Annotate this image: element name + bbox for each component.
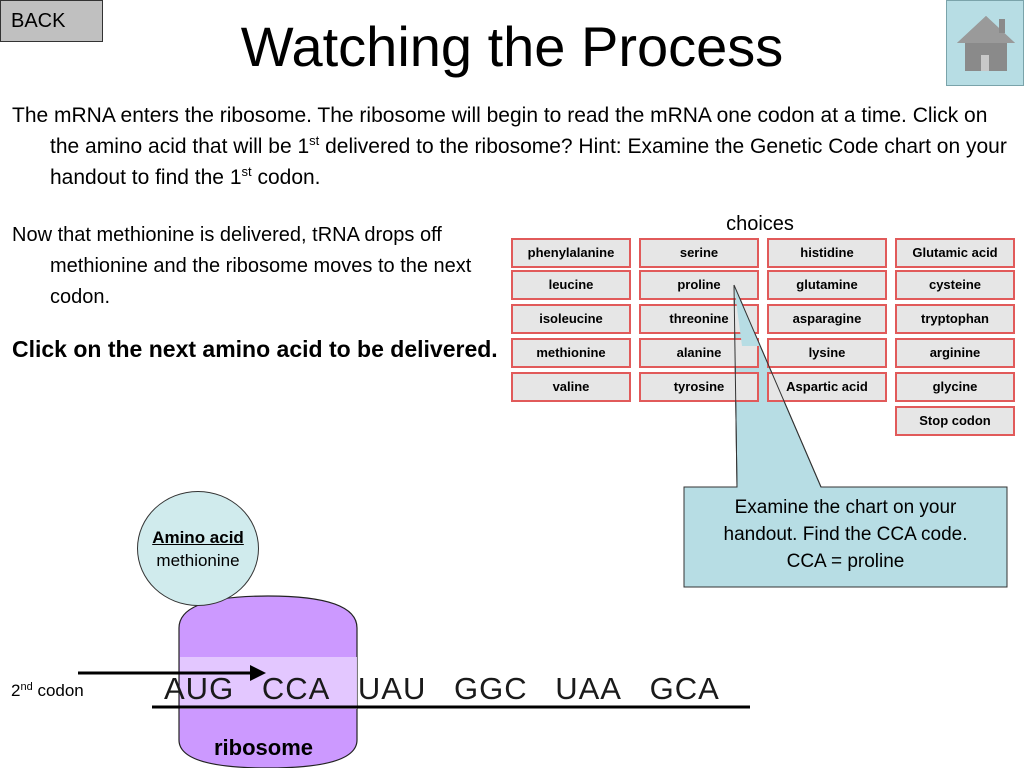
choice-histidine[interactable]: histidine bbox=[767, 238, 887, 268]
codon-4: GGC bbox=[453, 671, 528, 706]
callout-text: Examine the chart on your handout. Find … bbox=[723, 497, 968, 572]
arrow-head bbox=[250, 665, 266, 681]
codon-3: UAU bbox=[357, 671, 427, 706]
choice-isoleucine[interactable]: isoleucine bbox=[511, 304, 631, 334]
choice-cysteine[interactable]: cysteine bbox=[895, 270, 1015, 300]
choice-serine[interactable]: serine bbox=[639, 238, 759, 268]
status-paragraph: Now that methionine is delivered, tRNA d… bbox=[12, 224, 472, 308]
choice-glutamic-acid[interactable]: Glutamic acid bbox=[895, 238, 1015, 268]
codon-5: UAA bbox=[555, 671, 622, 706]
instruction-heading: Click on the next amino acid to be deliv… bbox=[12, 336, 498, 362]
choices-label: choices bbox=[726, 213, 794, 235]
amino-acid-name: methionine bbox=[156, 551, 240, 570]
mrna-sequence: AUG CCA UAU GGC UAA GCA bbox=[164, 670, 720, 708]
choice-stop-codon[interactable]: Stop codon bbox=[895, 406, 1015, 436]
codon-6: GCA bbox=[649, 671, 720, 706]
choice-arginine[interactable]: arginine bbox=[895, 338, 1015, 368]
ribosome-label: ribosome bbox=[214, 735, 314, 760]
choice-glycine[interactable]: glycine bbox=[895, 372, 1015, 402]
choice-tryptophan[interactable]: tryptophan bbox=[895, 304, 1015, 334]
choice-valine[interactable]: valine bbox=[511, 372, 631, 402]
codon-2: CCA bbox=[261, 671, 331, 706]
back-button[interactable]: BACK bbox=[0, 0, 103, 42]
house-icon bbox=[957, 16, 1015, 71]
codon-highlight bbox=[180, 657, 357, 709]
codon-label: 2nd codon bbox=[11, 681, 84, 700]
choice-phenylalanine[interactable]: phenylalanine bbox=[511, 238, 631, 268]
intro-paragraph: The mRNA enters the ribosome. The riboso… bbox=[12, 104, 1007, 189]
codon-1: AUG bbox=[164, 671, 235, 706]
choice-leucine[interactable]: leucine bbox=[511, 270, 631, 300]
choice-methionine[interactable]: methionine bbox=[511, 338, 631, 368]
page-title: Watching the Process bbox=[240, 15, 784, 78]
amino-acid-title: Amino acid bbox=[152, 528, 244, 547]
amino-acid-bubble: Amino acid methionine bbox=[137, 491, 259, 606]
home-button[interactable] bbox=[946, 0, 1024, 86]
